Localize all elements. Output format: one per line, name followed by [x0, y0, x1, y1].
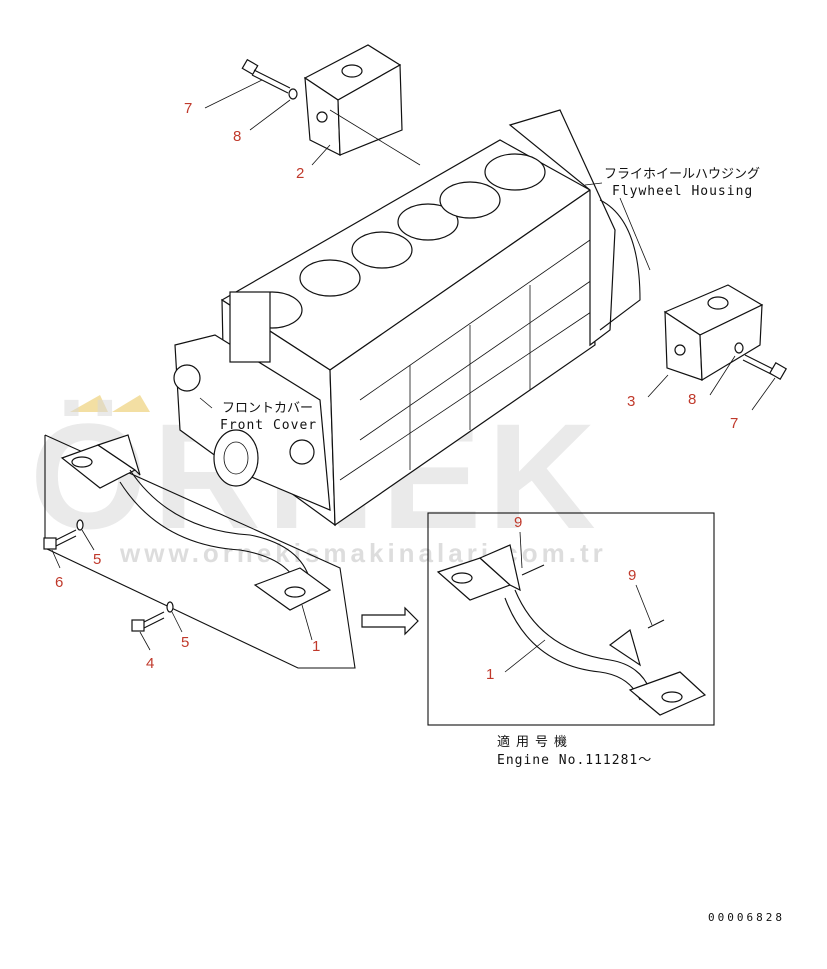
leader-lines — [51, 79, 776, 673]
callout-1-detail: 1 — [486, 666, 494, 683]
callout-3: 3 — [627, 393, 635, 410]
washer-part-8-top — [288, 88, 298, 100]
bolt-part-4 — [131, 611, 165, 632]
callout-8-right: 8 — [688, 391, 696, 408]
washer-part-5-left — [76, 519, 84, 531]
front-cover-en-label: Front Cover — [220, 418, 317, 433]
applicable-jp-label: 適用号機 — [497, 734, 573, 750]
callout-1-left: 1 — [312, 638, 320, 655]
callout-2: 2 — [296, 165, 304, 182]
callout-7-top: 7 — [184, 100, 192, 117]
bracket-part-2 — [303, 44, 421, 166]
support-part-1-left — [44, 434, 356, 669]
detail-box — [427, 512, 715, 726]
flywheel-housing-jp-label: フライホイールハウジング — [604, 167, 760, 182]
front-cover-jp-label: フロントカバー — [222, 401, 313, 416]
cylinder-bores — [241, 153, 546, 329]
callout-4: 4 — [146, 655, 154, 672]
applicable-en-label: Engine No.111281～ — [497, 753, 652, 768]
bolt-part-7-top — [241, 58, 291, 94]
watermark-url: www.ornekismakinalari.com.tr — [119, 538, 607, 568]
bracket-part-3 — [663, 284, 764, 382]
watermark-accent-mark — [70, 395, 108, 412]
callouts: 7 8 2 3 8 7 6 5 5 4 1 9 9 1 — [55, 100, 738, 683]
callout-9-right: 9 — [628, 567, 636, 584]
component-labels: フライホイールハウジング Flywheel Housing フロントカバー Fr… — [220, 167, 760, 768]
washer-part-8-right — [734, 342, 744, 354]
washer-part-5-mid — [166, 601, 174, 613]
callout-6: 6 — [55, 574, 63, 591]
callout-7-right: 7 — [730, 415, 738, 432]
callout-5-left: 5 — [93, 551, 101, 568]
flywheel-housing-en-label: Flywheel Housing — [612, 184, 753, 199]
bolt-part-7-right — [742, 354, 788, 381]
callout-5-mid: 5 — [181, 634, 189, 651]
engine-block — [173, 109, 641, 527]
watermark-accent-mark — [112, 395, 150, 412]
document-number: 00006828 — [708, 911, 785, 924]
callout-8-top: 8 — [233, 128, 241, 145]
detail-arrow — [361, 606, 419, 636]
callout-9-top: 9 — [514, 514, 522, 531]
bolt-part-6 — [43, 529, 77, 550]
